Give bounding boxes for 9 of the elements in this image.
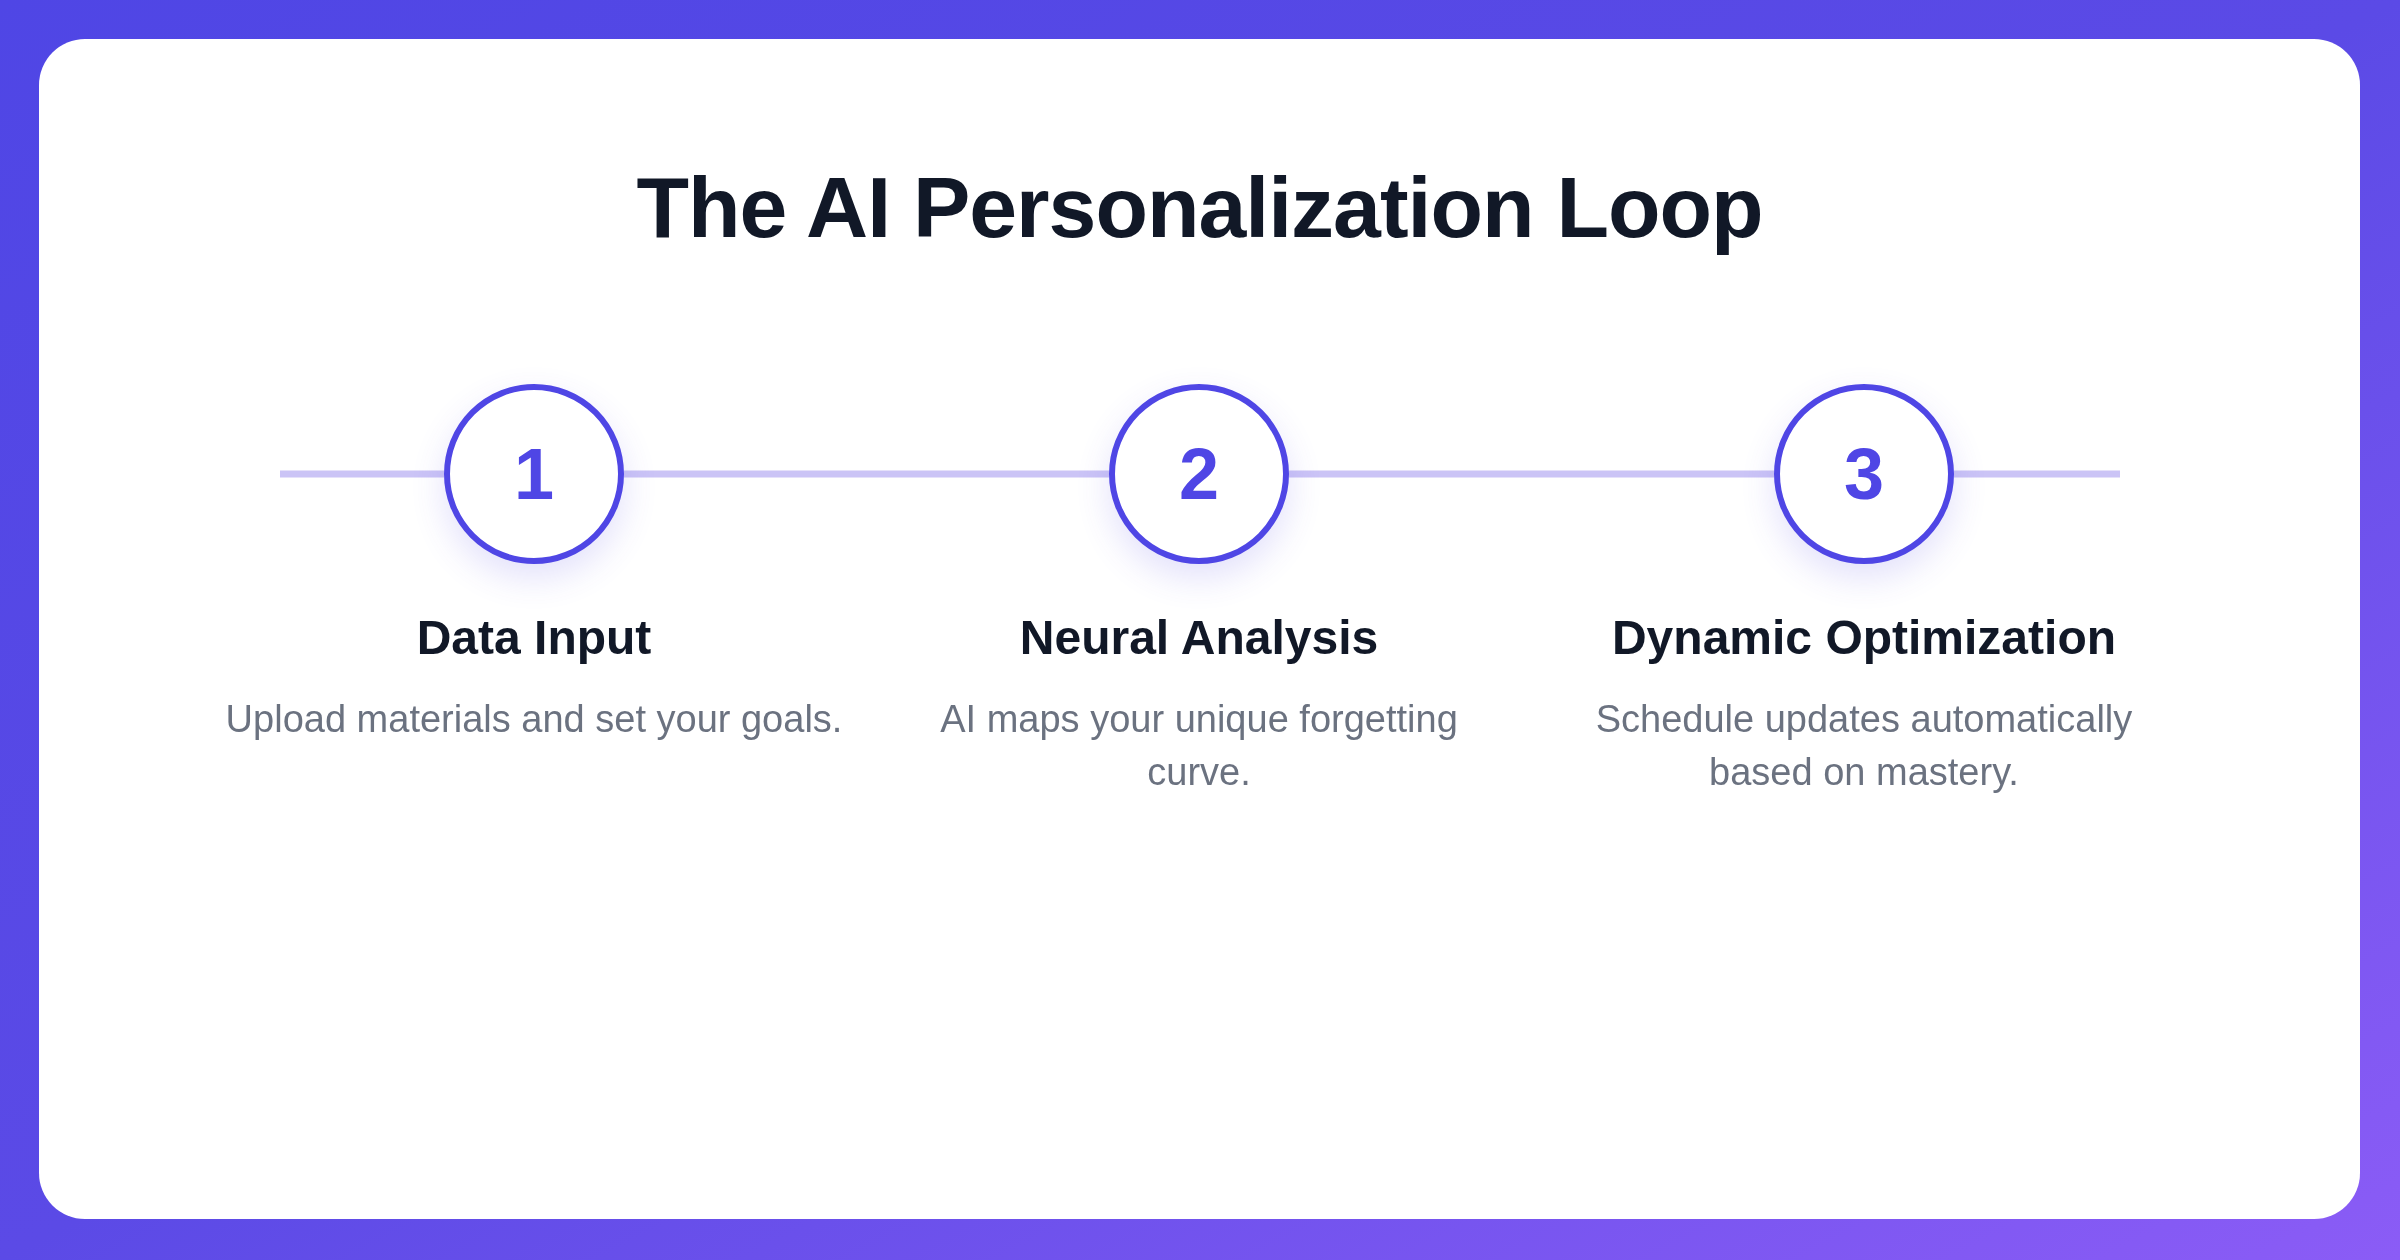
step-description: Schedule updates automatically based on mastery. [1594,697,2134,795]
step-title: Data Input [416,610,652,666]
title: The AI Personalization Loop [636,158,1763,257]
connector-line [1289,470,1774,478]
connector-line [624,470,1109,478]
step-title: Dynamic Optimization [1611,610,2117,666]
step-description: AI maps your unique forgetting curve. [939,697,1459,795]
step-description: Upload materials and set your goals. [225,697,843,742]
step-title: Neural Analysis [1019,610,1379,666]
